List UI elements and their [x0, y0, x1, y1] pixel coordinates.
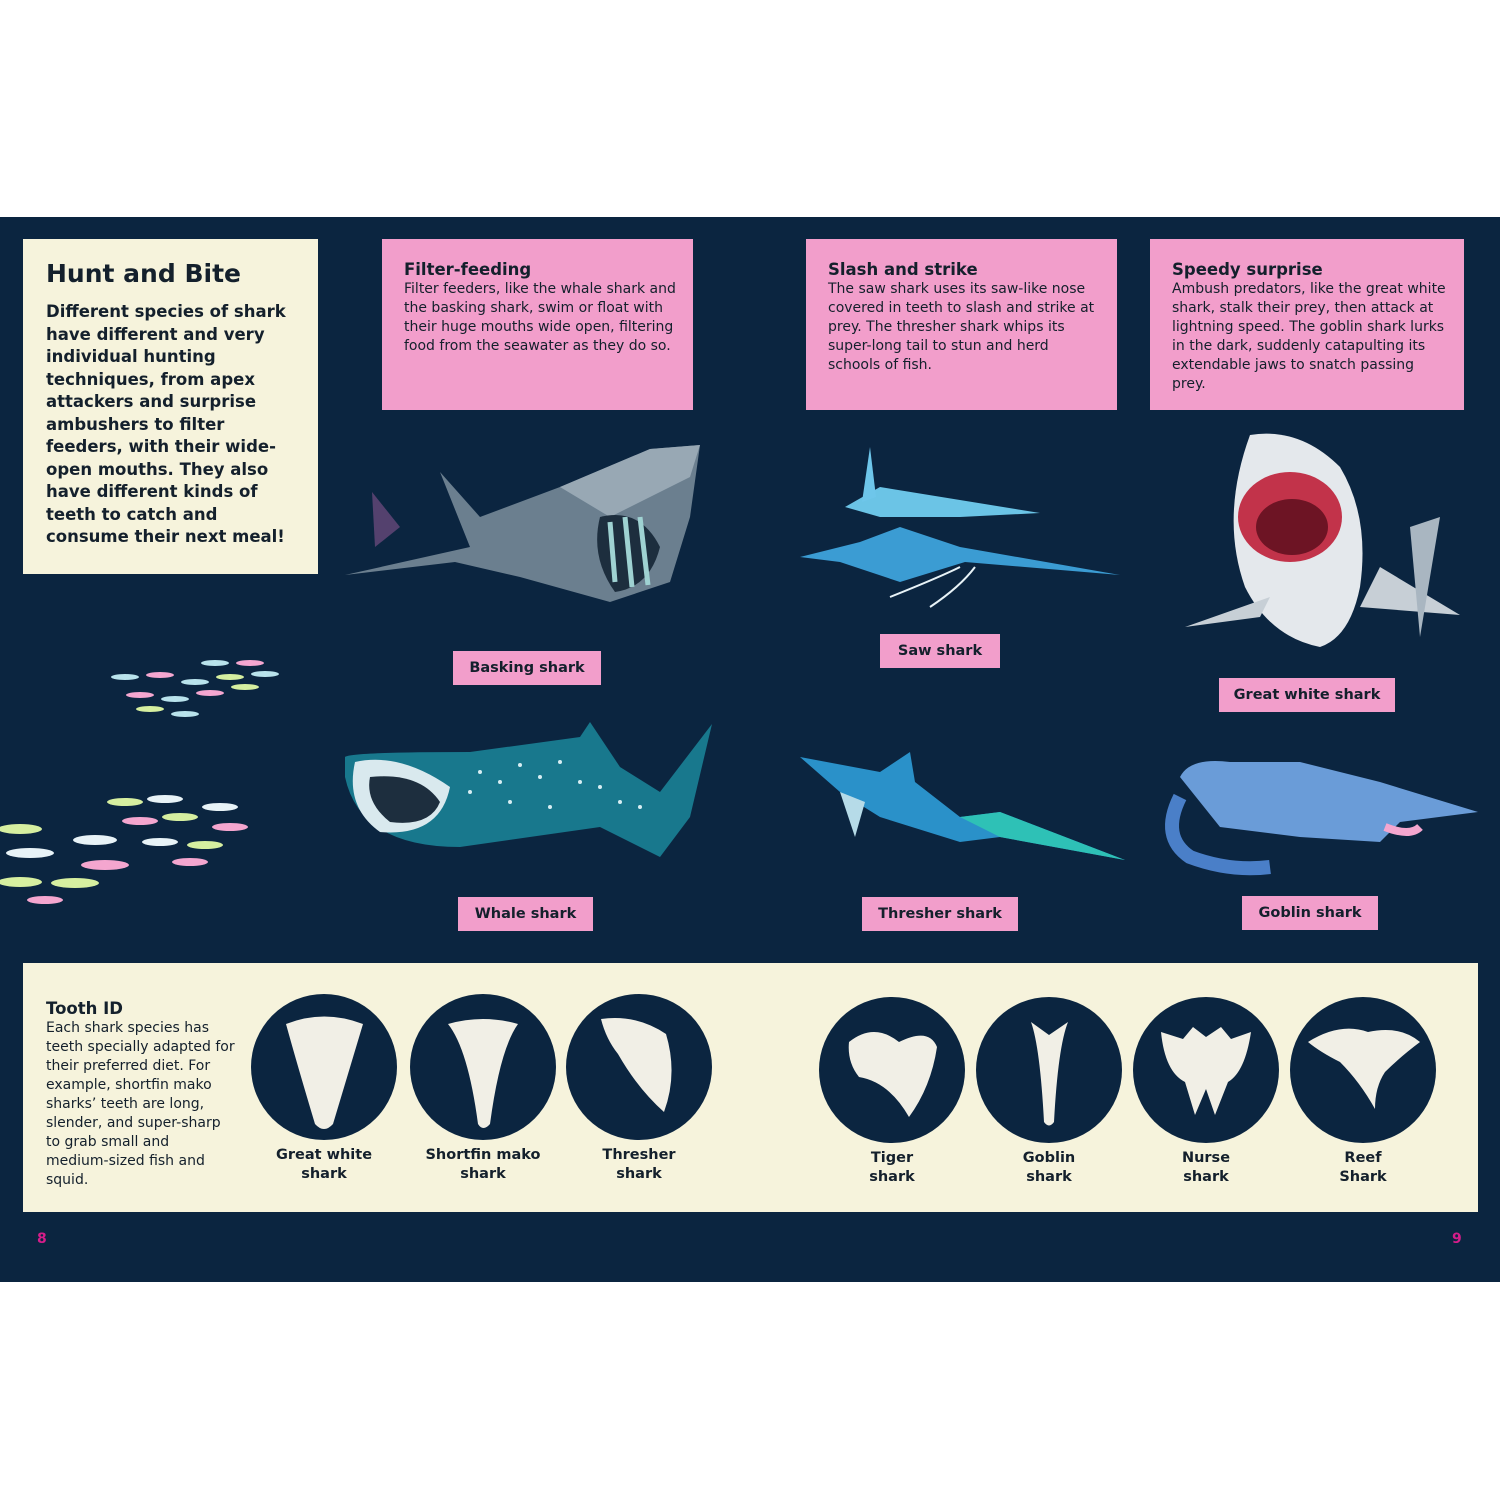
label-saw-shark: Saw shark: [880, 634, 1000, 668]
info-box-speedy-surprise: Speedy surprise Ambush predators, like t…: [1150, 239, 1464, 410]
tooth-disc: [976, 997, 1122, 1143]
info-box-text: Filter feeders, like the whale shark and…: [404, 281, 676, 354]
tooth-disc: [410, 994, 556, 1140]
shark-illustrations: [0, 433, 1478, 904]
label-thresher-shark: Thresher shark: [862, 897, 1018, 931]
book-spread: Hunt and Bite Different species of shark…: [0, 217, 1500, 1282]
tooth-id-text: Each shark species has teeth specially a…: [46, 1020, 235, 1188]
label-basking-shark: Basking shark: [453, 651, 601, 685]
goblin-tooth-icon: [1031, 1022, 1068, 1126]
label-whale-shark: Whale shark: [458, 897, 593, 931]
great-white-tooth-icon: [286, 1016, 363, 1129]
tooth-id-text-block: Tooth ID Each shark species has teeth sp…: [46, 999, 236, 1190]
reef-tooth-icon: [1308, 1028, 1420, 1109]
fish-school-top-icon: [111, 660, 279, 717]
shortfin-mako-tooth-icon: [448, 1019, 518, 1128]
great-white-shark-icon: [1185, 433, 1460, 647]
label-great-white-shark: Great white shark: [1219, 678, 1395, 712]
label-goblin-shark: Goblin shark: [1242, 896, 1378, 930]
tooth-disc: [566, 994, 712, 1140]
saw-shark-icon: [800, 447, 1120, 608]
info-box-text: The saw shark uses its saw-like nose cov…: [828, 281, 1095, 373]
info-box-slash-and-strike: Slash and strike The saw shark uses its …: [806, 239, 1117, 410]
page-number-right: 9: [1452, 1231, 1462, 1247]
info-box-text: Ambush predators, like the great white s…: [1172, 281, 1446, 392]
info-box-title: Slash and strike: [828, 260, 978, 279]
thresher-tooth-icon: [601, 1018, 672, 1112]
tooth-id-panel: Tooth ID Each shark species has teeth sp…: [23, 963, 1478, 1212]
tooth-disc: [1133, 997, 1279, 1143]
fish-school-bottom-icon: [0, 795, 248, 904]
basking-shark-icon: [345, 445, 700, 602]
tooth-disc: [819, 997, 965, 1143]
info-box-filter-feeding: Filter-feeding Filter feeders, like the …: [382, 239, 693, 410]
intro-text: Different species of shark have differen…: [46, 302, 286, 546]
thresher-shark-icon: [800, 752, 1125, 860]
intro-box: Hunt and Bite Different species of shark…: [23, 239, 318, 574]
whale-shark-icon: [345, 722, 712, 857]
info-box-title: Speedy surprise: [1172, 260, 1323, 279]
page-number-left: 8: [37, 1231, 47, 1247]
tiger-tooth-icon: [848, 1032, 937, 1117]
nurse-tooth-icon: [1161, 1027, 1251, 1115]
tooth-disc: [1290, 997, 1436, 1143]
tooth-disc: [251, 994, 397, 1140]
info-box-title: Filter-feeding: [404, 260, 532, 279]
tooth-id-title: Tooth ID: [46, 999, 123, 1018]
goblin-shark-icon: [1165, 761, 1478, 876]
page-title: Hunt and Bite: [46, 259, 241, 288]
